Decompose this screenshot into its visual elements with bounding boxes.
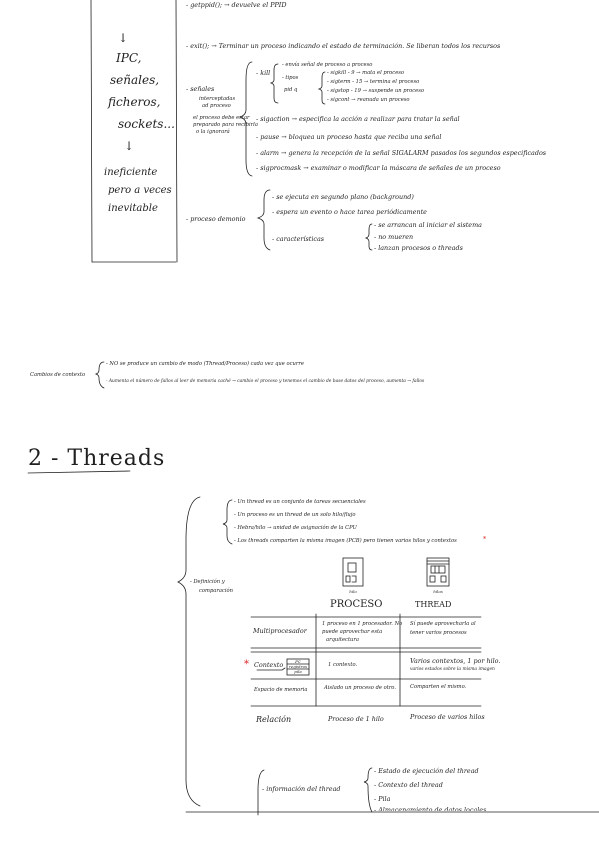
senales-sub2: ad proceso [202,103,231,109]
row-contexto-proceso: 1 contexto. [328,662,358,668]
note-sockets: sockets... [118,117,175,131]
row-memoria-label: Espacio de memoria [254,687,308,693]
sigaction-line: - sigaction → especifica la acción a rea… [256,115,460,123]
row-multiprocesador-thread-1: Sí puede aprovecharla al [410,621,476,627]
cambios-label: Cambios de contexto [30,372,86,378]
note-senales: señales, [110,73,160,87]
row-relacion-thread: Proceso de varios hilos [410,713,485,721]
row-memoria-thread: Comparten el mismo. [410,684,467,690]
thread-bullet-1: - Un thread es un conjunto de tareas sec… [234,499,366,505]
demonio-item-2: - espera un evento o hace tarea periódic… [272,208,427,216]
senales-sub1: interceptadas [199,96,236,102]
informacion-item-3: - Pila [374,795,391,803]
exit-line: - exit(); → Terminar un proceso indicand… [186,42,501,50]
senales-label: - señales [186,85,215,93]
row-multiprocesador-proceso-2: puede aprovechar esta [322,629,383,635]
alarm-line: - alarm → genera la recepción de la seña… [256,149,547,157]
kill-label: - kill [256,69,271,77]
caract-item-2: - no mueren [374,233,414,241]
caract-item-3: - lanzan procesos o threads [374,244,463,252]
row-relacion-label: Relación [256,715,292,724]
sigprocmask-line: - sigprocmask → examinar o modificar la … [256,164,501,172]
row-contexto-thread-1: Varios contextos, 1 por hilo. [410,657,501,665]
threads-heading: 2 - Threads [28,446,166,471]
row-contexto-label: Contexto [254,661,284,669]
kill-item-2: - sigterm - 15 → termina el proceso [327,79,420,85]
comparacion-label: comparación [199,588,233,594]
row-multiprocesador-thread-2: tener varios procesos [410,630,467,636]
thread-title: THREAD [415,600,452,609]
tipos-label: - tipos [282,75,299,81]
senales-note3: o la ignorará [196,129,230,135]
informacion-label: - información del thread [262,785,341,793]
note-ineficiente: ineficiente [104,167,158,178]
thread-bullet-2: - Un proceso es un thread de un solo hil… [234,512,356,518]
demonio-item-1: - se ejecuta en segundo plano (backgroun… [272,193,414,201]
kill-item-1: - sigkill - 9 → mata el proceso [327,70,405,76]
informacion-item-2: - Contexto del thread [374,781,443,789]
row-contexto-thread-2: varios estados sobre la misma imagen [410,667,495,672]
row-memoria-proceso: Aislado un proceso de otro. [324,685,396,691]
thread-bullet-3: - Hebra/hilo → unidad de asignación de l… [234,525,357,531]
pid-label: pid q [284,87,298,93]
pause-line: - pause → bloquea un proceso hasta que r… [256,133,442,141]
note-pero: pero a veces [108,185,172,196]
caract-label: - características [272,235,325,243]
kill-item-3: - sigstop - 19 → suspende un proceso [327,88,424,94]
proceso-icon-label: hilo [349,589,357,594]
row-relacion-proceso: Proceso de 1 hilo [328,715,384,723]
note-arrow: ↓ [118,31,129,45]
senales-note2: preparado para recibirla [193,122,258,128]
thread-bullet-4: - Los threads comparten la misma imagen … [234,538,457,544]
contexto-mini-pila: pila [294,669,302,674]
row-multiprocesador-proceso-3: arquitectura [326,637,359,643]
kill-item-4: - sigcont → reanuda un proceso [327,97,410,103]
note-arrow-2: ↓ [124,139,135,153]
cambios-item-1: - NO se produce un cambio de modo (Threa… [106,361,304,367]
note-ficheros: ficheros, [108,95,161,109]
thread-bullet-star: * [483,535,487,543]
row-contexto-star: * [244,659,249,670]
definicion-label: - Definición y [190,579,225,585]
thread-icon-label: hilos [433,589,443,594]
contexto-mini-pc: PC [295,659,301,664]
getppid-line: - getppid(); → devuelve el PPID [186,1,287,9]
note-ipc: IPC, [116,51,142,65]
demonio-label: - proceso demonio [186,215,246,223]
note-inevitable: inevitable [108,203,158,214]
proceso-title: PROCESO [330,599,383,610]
informacion-item-4: - Almacenamiento de datos locales [374,806,487,814]
row-multiprocesador-label: Multiprocesador [253,627,307,635]
contexto-mini-registros: registros [288,664,308,669]
caract-item-1: - se arrancan al iniciar el sistema [374,221,482,229]
row-multiprocesador-proceso-1: 1 proceso en 1 procesador. No [322,621,403,627]
senales-note1: el proceso debe estar [193,115,250,121]
cambios-item-2: - Aumenta el número de fallos al leer de… [106,379,425,384]
informacion-item-1: - Estado de ejecución del thread [374,767,479,775]
kill-desc: - envía señal de proceso a proceso [282,62,373,68]
